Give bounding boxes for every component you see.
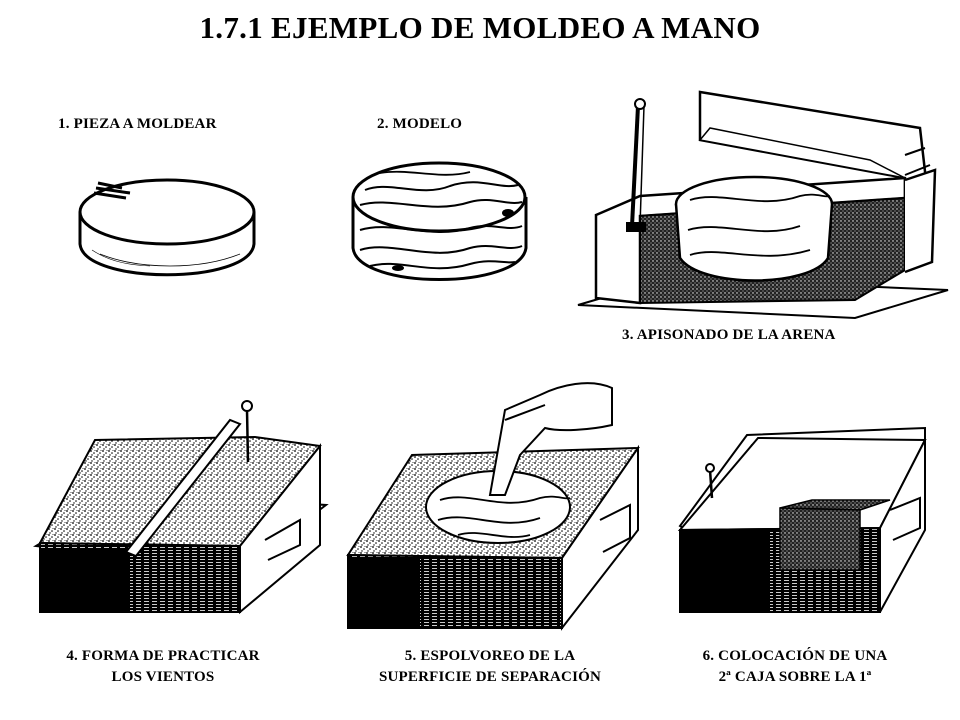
illustration-step-6 <box>677 426 927 613</box>
caption-step-2: 2. MODELO <box>377 116 463 132</box>
caption-step-5: 5. ESPOLVOREO DE LA SUPERFICIE DE SEPARA… <box>330 646 650 688</box>
caption-step-6-line-2: 2ª CAJA SOBRE LA 1ª <box>718 669 872 685</box>
caption-step-6: 6. COLOCACIÓN DE UNA 2ª CAJA SOBRE LA 1ª <box>660 646 930 688</box>
caption-step-6-line-1: 6. COLOCACIÓN DE UNA <box>702 648 888 664</box>
caption-step-5-line-2: SUPERFICIE DE SEPARACIÓN <box>378 669 602 685</box>
illustration-step-2 <box>351 161 528 281</box>
illustration-step-5 <box>346 382 640 631</box>
caption-step-1: 1. PIEZA A MOLDEAR <box>58 116 217 132</box>
caption-step-4-line-2: LOS VIENTOS <box>111 669 215 685</box>
caption-step-3: 3. APISONADO DE LA ARENA <box>622 327 836 343</box>
caption-step-5-line-1: 5. ESPOLVOREO DE LA <box>404 648 576 664</box>
illustration-step-3 <box>577 90 949 320</box>
illustration-step-1 <box>78 178 256 277</box>
page-title: 1.7.1 EJEMPLO DE MOLDEO A MANO <box>199 10 761 45</box>
caption-step-4: 4. FORMA DE PRACTICAR LOS VIENTOS <box>28 646 298 688</box>
illustration-step-4 <box>32 400 329 615</box>
caption-step-4-line-1: 4. FORMA DE PRACTICAR <box>66 648 260 664</box>
